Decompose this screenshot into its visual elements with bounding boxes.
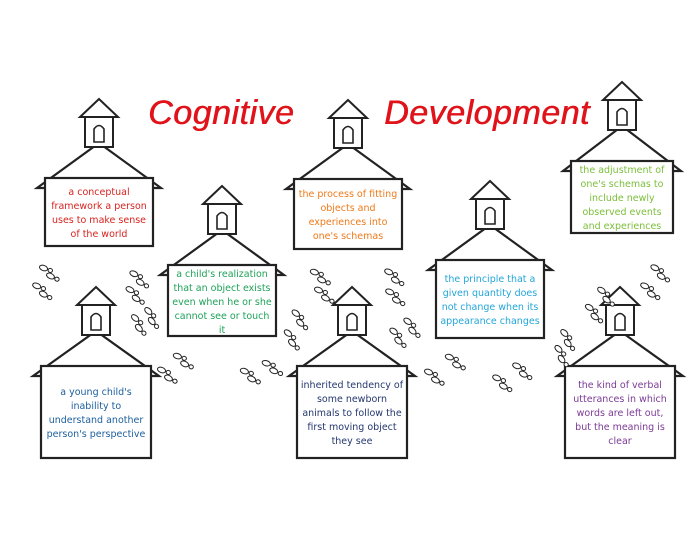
definition-schema: a conceptual framework a person uses to … bbox=[51, 187, 147, 240]
schoolhouse-icon bbox=[29, 285, 163, 460]
definition-egocentrism: a young child's inability to understand … bbox=[46, 387, 146, 440]
definition-imprinting: inherited tendency of some newborn anima… bbox=[300, 380, 404, 447]
schoolhouse-icon bbox=[559, 80, 685, 235]
schoolhouse-icon bbox=[285, 285, 419, 460]
definition-accommodation: the adjustment of one's schemas to inclu… bbox=[579, 165, 665, 232]
schoolhouse-icon bbox=[424, 179, 556, 340]
schoolhouse-icon bbox=[33, 97, 165, 248]
definition-telegraphic-speech: the kind of verbal utterances in which w… bbox=[573, 380, 667, 447]
schoolhouse-icon bbox=[156, 184, 288, 338]
schoolhouse-icon bbox=[553, 285, 687, 460]
definition-assimilation: the process of fitting objects and exper… bbox=[298, 189, 398, 242]
title-word-cognitive: Cognitive bbox=[148, 94, 295, 132]
schoolhouse-icon bbox=[282, 98, 414, 251]
title-word-development: Development bbox=[384, 94, 590, 132]
definition-conservation: the principle that a given quantity does… bbox=[440, 274, 540, 327]
definition-object-permanence: a child's realization that an object exi… bbox=[172, 269, 272, 336]
